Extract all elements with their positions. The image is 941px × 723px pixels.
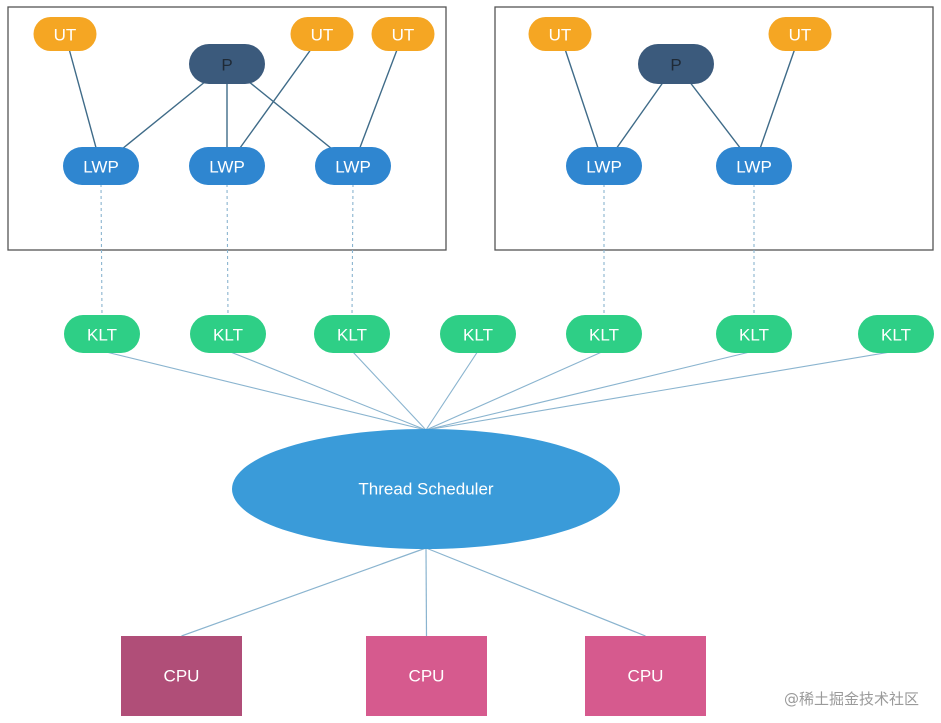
- klt-node: KLT: [314, 315, 390, 353]
- lwp-node-label: LWP: [736, 158, 772, 177]
- klt-node: KLT: [64, 315, 140, 353]
- process-frame-2: [494, 6, 934, 251]
- lwp-klt-dashed-line: [100, 183, 103, 317]
- thread-scheduler-shape: [232, 429, 620, 549]
- klt-node: KLT: [858, 315, 934, 353]
- klt-node-shape: [314, 315, 390, 353]
- klt-node: KLT: [566, 315, 642, 353]
- klt-node: KLT: [190, 315, 266, 353]
- ut-lwp-line: [226, 33, 323, 167]
- user-thread-label: UT: [549, 26, 572, 45]
- cpu-box-shape: [585, 636, 706, 716]
- lwp-node-label: LWP: [335, 158, 371, 177]
- cpu-label: CPU: [164, 667, 200, 686]
- lwp-node-shape: [63, 147, 139, 185]
- ut-lwp-line: [64, 33, 102, 167]
- user-thread-shape: [290, 17, 354, 51]
- klt-scheduler-line: [425, 350, 897, 431]
- cpu-box: CPU: [366, 636, 487, 716]
- scheduler-cpu-line: [425, 547, 428, 637]
- klt-node: KLT: [716, 315, 792, 353]
- ut-lwp-line: [352, 33, 404, 167]
- klt-scheduler-line: [425, 350, 605, 431]
- user-thread-shape: [33, 17, 97, 51]
- user-thread-label: UT: [392, 26, 415, 45]
- thread-scheduler-label: Thread Scheduler: [358, 480, 493, 499]
- user-thread-shape: [768, 17, 832, 51]
- thread-scheduler: Thread Scheduler: [232, 429, 620, 549]
- lwp-node: LWP: [716, 147, 792, 185]
- lwp-node-shape: [566, 147, 642, 185]
- klt-node-label: KLT: [463, 326, 493, 345]
- lwp-node-label: LWP: [209, 158, 245, 177]
- klt-node: KLT: [440, 315, 516, 353]
- user-thread-label: UT: [311, 26, 334, 45]
- lwp-klt-dashed-line: [226, 183, 229, 317]
- klt-node-label: KLT: [213, 326, 243, 345]
- cpu-box-shape: [366, 636, 487, 716]
- klt-node-label: KLT: [881, 326, 911, 345]
- user-thread-shape: [371, 17, 435, 51]
- lwp-node-shape: [716, 147, 792, 185]
- klt-scheduler-line: [425, 350, 479, 431]
- user-thread: UT: [371, 17, 435, 51]
- lwp-node-shape: [189, 147, 265, 185]
- lwp-node: LWP: [566, 147, 642, 185]
- klt-node-shape: [716, 315, 792, 353]
- process-node-shape: [189, 44, 265, 84]
- cpu-label: CPU: [409, 667, 445, 686]
- klt-node-label: KLT: [589, 326, 619, 345]
- klt-scheduler-line: [425, 350, 755, 431]
- ut-lwp-line: [559, 33, 605, 167]
- klt-scheduler-line: [227, 350, 427, 431]
- process-node-label: P: [670, 56, 681, 75]
- lwp-node: LWP: [63, 147, 139, 185]
- lwp-node: LWP: [189, 147, 265, 185]
- klt-node-shape: [190, 315, 266, 353]
- user-thread-shape: [528, 17, 592, 51]
- cpu-box: CPU: [585, 636, 706, 716]
- cpu-box: CPU: [121, 636, 242, 716]
- user-thread: UT: [528, 17, 592, 51]
- user-thread: UT: [33, 17, 97, 51]
- scheduler-cpu-line: [181, 547, 427, 637]
- user-thread: UT: [290, 17, 354, 51]
- user-thread: UT: [768, 17, 832, 51]
- klt-node-label: KLT: [87, 326, 117, 345]
- diagram-nodes: UT UT UT P LWP LWP LWP UT UT P LWP LWP KLT KLT KLT KLT K…: [33, 17, 934, 716]
- ut-lwp-line: [753, 33, 801, 167]
- lwp-node: LWP: [315, 147, 391, 185]
- process-frames: [7, 6, 934, 251]
- klt-node-shape: [858, 315, 934, 353]
- lwp-node-shape: [315, 147, 391, 185]
- klt-node-shape: [566, 315, 642, 353]
- klt-scheduler-line: [101, 350, 427, 431]
- klt-node-label: KLT: [739, 326, 769, 345]
- process-frame-1: [7, 6, 447, 251]
- klt-node-shape: [64, 315, 140, 353]
- scheduler-cpu-line: [425, 547, 646, 637]
- cpu-box-shape: [121, 636, 242, 716]
- lwp-node-label: LWP: [83, 158, 119, 177]
- process-node-label: P: [221, 56, 232, 75]
- process-node: P: [638, 44, 714, 84]
- user-thread-label: UT: [789, 26, 812, 45]
- process-node-shape: [638, 44, 714, 84]
- klt-node-shape: [440, 315, 516, 353]
- klt-node-label: KLT: [337, 326, 367, 345]
- lwp-klt-dashed-line: [351, 183, 354, 317]
- cpu-label: CPU: [628, 667, 664, 686]
- user-thread-label: UT: [54, 26, 77, 45]
- lwp-node-label: LWP: [586, 158, 622, 177]
- process-node: P: [189, 44, 265, 84]
- watermark: @稀土掘金技术社区: [783, 690, 919, 708]
- klt-scheduler-line: [351, 350, 427, 431]
